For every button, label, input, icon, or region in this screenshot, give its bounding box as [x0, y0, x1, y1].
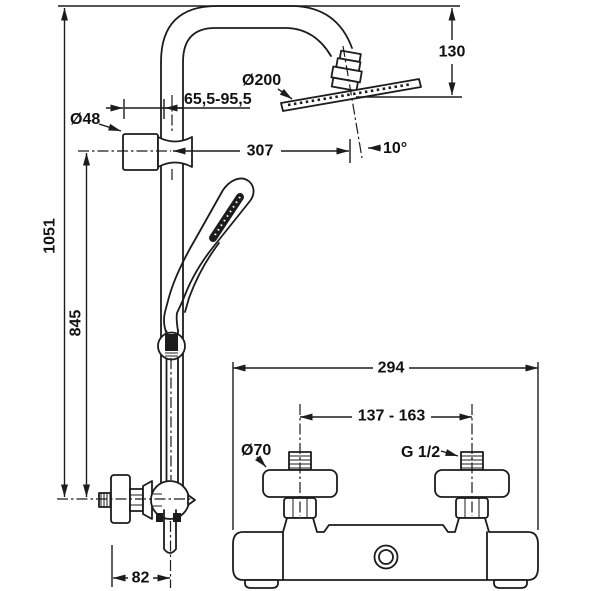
- dim-rosette-dia-label: Ø70: [241, 442, 271, 459]
- dim-rail-height-label: 845: [68, 310, 85, 337]
- dim-head-drop-label: 130: [439, 44, 466, 61]
- valve-outlet-outer: [373, 544, 399, 570]
- hand-shower: [163, 177, 255, 333]
- leader-thread-size: [440, 449, 459, 457]
- wall-union: [98, 474, 196, 524]
- dimensions-valve: 294 137 - 163 Ø70 G 1/2: [232, 360, 539, 530]
- dimensions-column: 1051 845 65,5-95,5 Ø48 Ø200 307 130 10°: [42, 5, 466, 587]
- arm-joint-fittings: [330, 49, 363, 92]
- dim-bracket-dia-label: Ø48: [70, 111, 100, 128]
- valve-body: [232, 517, 539, 581]
- dim-arm-reach-label: 307: [247, 143, 274, 160]
- dim-head-angle-label: 10°: [383, 140, 407, 157]
- shower-column: [98, 5, 422, 588]
- wall-bracket-plate: [122, 133, 159, 171]
- union-cone: [142, 480, 153, 520]
- dim-connection-distance-label: 137 - 163: [358, 408, 426, 425]
- dim-wall-offset-label: 82: [132, 570, 150, 587]
- lower-pipe: [163, 509, 177, 554]
- union-outlet-tip: [187, 494, 196, 506]
- dim-valve-width-label: 294: [378, 360, 405, 377]
- leader-rosette-dia: [255, 455, 267, 468]
- union-hex-nut: [129, 488, 144, 512]
- valve-foot-left: [244, 579, 279, 589]
- dim-head-dia-label: Ø200: [242, 72, 281, 89]
- slider-bracket: [157, 331, 186, 361]
- dim-total-height-label: 1051: [42, 218, 59, 254]
- hand-shower-spray-face: [209, 193, 244, 242]
- dim-thread-size-label: G 1/2: [401, 444, 440, 461]
- column-centerline: [169, 95, 173, 588]
- wall-bracket-clamp: [157, 136, 193, 168]
- leader-head-dia: [277, 88, 293, 100]
- riser-pipe-inner: [182, 27, 332, 501]
- dim-bracket-reach-label: 65,5-95,5: [184, 91, 252, 108]
- valve-foot-right: [493, 579, 528, 589]
- leader-bracket-dia: [98, 123, 122, 132]
- valve-outlet-inner: [378, 549, 394, 565]
- mixer-valve: [232, 404, 539, 589]
- valve-thread-stub-right: [460, 451, 484, 471]
